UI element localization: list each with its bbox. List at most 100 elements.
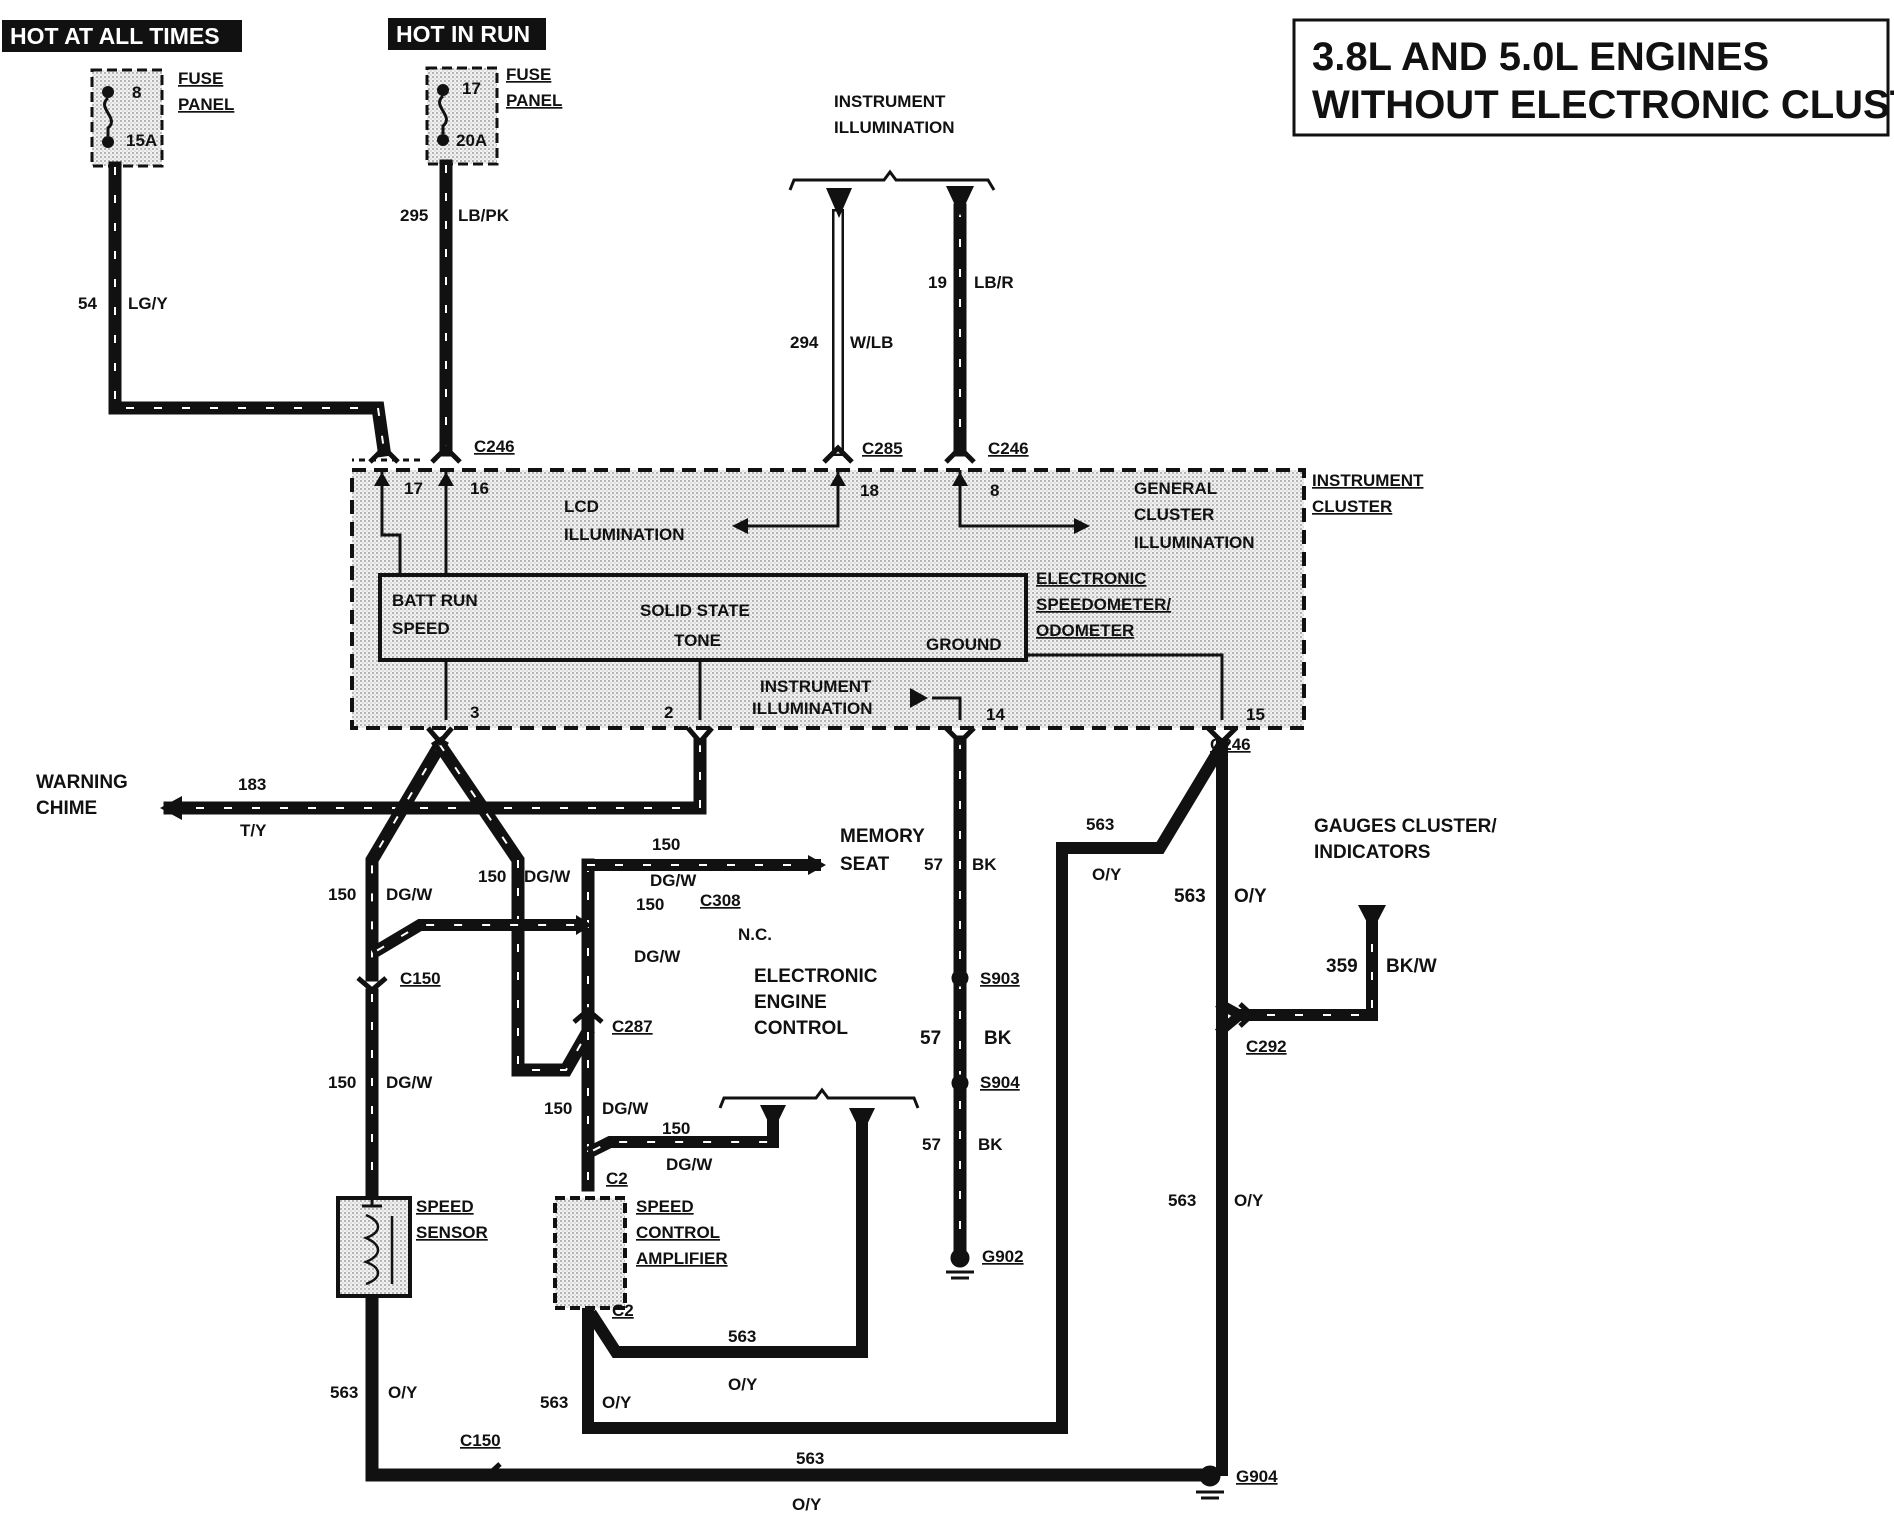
svg-text:563: 563	[1086, 815, 1114, 834]
title-box: 3.8L AND 5.0L ENGINES WITHOUT ELECTRONIC…	[1292, 18, 1894, 137]
svg-text:150: 150	[478, 867, 506, 886]
wire-150-right	[430, 735, 595, 1077]
g902-label: G902	[982, 1247, 1024, 1266]
svg-text:150: 150	[328, 885, 356, 904]
title-line-2: WITHOUT ELECTRONIC CLUSTER	[1312, 83, 1894, 127]
svg-text:INDICATORS: INDICATORS	[1314, 842, 1430, 863]
svg-text:AMPLIFIER: AMPLIFIER	[636, 1249, 728, 1268]
brackets	[718, 169, 996, 1109]
svg-text:DG/W: DG/W	[650, 871, 697, 890]
svg-text:O/Y: O/Y	[792, 1495, 822, 1514]
svg-text:BATT RUN: BATT RUN	[392, 591, 478, 610]
c246-right-label: C246	[988, 439, 1029, 458]
wire-54	[108, 161, 392, 458]
wire-563-sensor	[365, 1293, 1217, 1482]
svg-text:BK: BK	[972, 855, 997, 874]
svg-text:LG/Y: LG/Y	[128, 294, 168, 313]
svg-text:563: 563	[796, 1449, 824, 1468]
c246-top-label: C246	[474, 437, 515, 456]
wire-150-eec	[585, 1119, 779, 1159]
svg-text:CONTROL: CONTROL	[754, 1018, 848, 1039]
svg-text:CHIME: CHIME	[36, 798, 97, 819]
c150-lower-label: C150	[460, 1431, 501, 1450]
c2-top-label: C2	[606, 1169, 628, 1188]
svg-text:O/Y: O/Y	[388, 1383, 418, 1402]
svg-text:150: 150	[652, 835, 680, 854]
svg-text:BK: BK	[978, 1135, 1003, 1154]
wire-359	[1234, 919, 1378, 1021]
instrument-cluster-box	[350, 468, 1306, 730]
s903-splice	[951, 969, 969, 987]
svg-text:DG/W: DG/W	[634, 947, 681, 966]
svg-text:DG/W: DG/W	[386, 1073, 433, 1092]
fuse-17-amps: 20A	[456, 131, 487, 150]
svg-text:150: 150	[636, 895, 664, 914]
svg-text:HOT IN RUN: HOT IN RUN	[396, 21, 530, 47]
svg-text:GENERAL: GENERAL	[1134, 479, 1217, 498]
cluster-internal-lines	[352, 458, 1224, 720]
svg-text:563: 563	[330, 1383, 358, 1402]
svg-text:563: 563	[1168, 1191, 1196, 1210]
svg-text:150: 150	[544, 1099, 572, 1118]
svg-text:18: 18	[860, 481, 879, 500]
svg-text:DG/W: DG/W	[386, 885, 433, 904]
fuse-8-amps: 15A	[126, 131, 157, 150]
fuse-17: 17 20A FUSE PANEL	[425, 65, 562, 166]
connector-marks	[356, 444, 1256, 1481]
g904-label: G904	[1236, 1467, 1278, 1486]
instrument-cluster-label: INSTRUMENT	[1312, 471, 1424, 490]
svg-text:ILLUMINATION: ILLUMINATION	[1134, 533, 1255, 552]
svg-text:LB/PK: LB/PK	[458, 206, 510, 225]
c308-label: C308	[700, 891, 741, 910]
svg-text:PANEL: PANEL	[506, 91, 562, 110]
hot-in-run-header: HOT IN RUN	[388, 18, 546, 50]
instrument-illumination-top: INSTRUMENT	[834, 92, 946, 111]
fuse-panel-2-label: FUSE	[506, 65, 551, 84]
svg-text:ILLUMINATION: ILLUMINATION	[834, 118, 955, 137]
cluster-arrows	[160, 186, 1386, 1135]
sca-label: SPEED	[636, 1197, 694, 1216]
svg-text:563: 563	[1174, 886, 1206, 907]
svg-text:ODOMETER: ODOMETER	[1036, 621, 1134, 640]
fuse-17-number: 17	[462, 79, 481, 98]
svg-text:17: 17	[404, 479, 423, 498]
svg-text:14: 14	[986, 705, 1005, 724]
gauges-label: GAUGES CLUSTER/	[1314, 816, 1497, 837]
memory-seat-label: MEMORY	[840, 826, 925, 847]
svg-text:8: 8	[990, 481, 999, 500]
svg-text:CLUSTER: CLUSTER	[1134, 505, 1214, 524]
svg-text:57: 57	[920, 1028, 941, 1049]
wire-563-pin15	[582, 736, 1231, 1434]
svg-text:BK: BK	[984, 1028, 1012, 1049]
s904-splice	[951, 1074, 969, 1092]
svg-text:15: 15	[1246, 705, 1265, 724]
svg-text:54: 54	[78, 294, 97, 313]
svg-text:GROUND: GROUND	[926, 635, 1002, 654]
svg-text:DG/W: DG/W	[524, 867, 571, 886]
svg-text:294: 294	[790, 333, 819, 352]
c2-bottom-label: C2	[612, 1301, 634, 1320]
speed-control-amplifier: SPEED CONTROL AMPLIFIER	[553, 1196, 728, 1310]
hot-at-all-times-header: HOT AT ALL TIMES	[2, 20, 242, 52]
g902-ground	[950, 1248, 970, 1268]
warning-chime-label: WARNING	[36, 772, 128, 793]
labels: INSTRUMENT ILLUMINATION 54 LG/Y 295 LB/P…	[36, 92, 1497, 1514]
svg-text:ELECTRONIC: ELECTRONIC	[1036, 569, 1147, 588]
svg-text:183: 183	[238, 775, 266, 794]
svg-text:DG/W: DG/W	[602, 1099, 649, 1118]
svg-text:ENGINE: ENGINE	[754, 992, 827, 1013]
svg-text:T/Y: T/Y	[240, 821, 267, 840]
wires	[108, 159, 1378, 1482]
svg-text:150: 150	[662, 1119, 690, 1138]
svg-text:O/Y: O/Y	[728, 1375, 758, 1394]
speed-sensor: SPEED SENSOR	[336, 1190, 488, 1298]
c292-label: C292	[1246, 1037, 1287, 1056]
c150-upper-label: C150	[400, 969, 441, 988]
svg-text:SENSOR: SENSOR	[416, 1223, 488, 1242]
c287-label: C287	[612, 1017, 653, 1036]
svg-text:W/LB: W/LB	[850, 333, 893, 352]
svg-text:BK/W: BK/W	[1386, 956, 1437, 977]
svg-text:SOLID STATE: SOLID STATE	[640, 601, 750, 620]
fuse-8-number: 8	[132, 83, 141, 102]
svg-text:57: 57	[922, 1135, 941, 1154]
